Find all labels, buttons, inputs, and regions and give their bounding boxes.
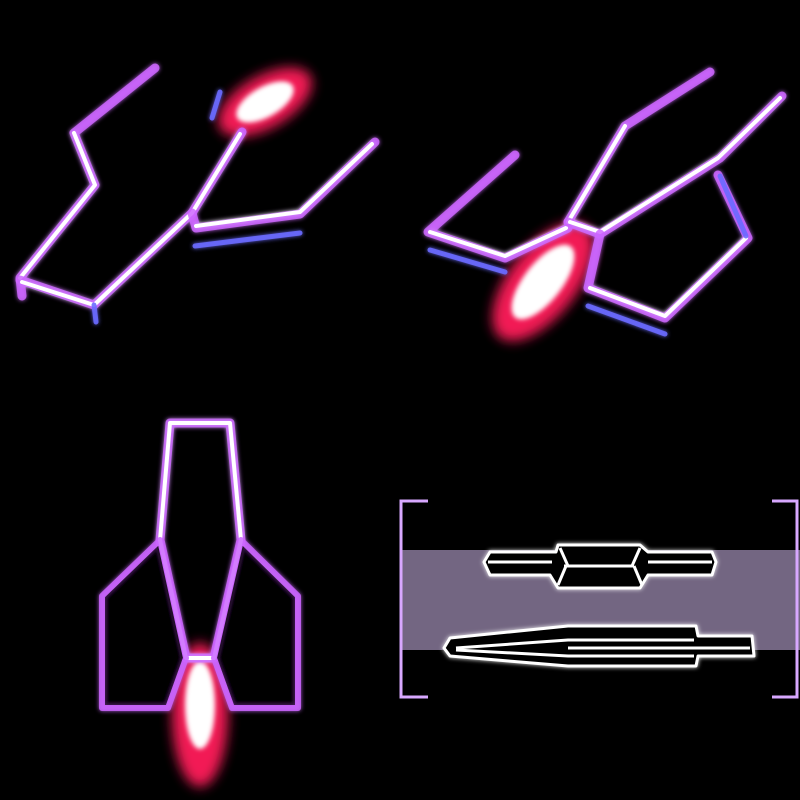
panel-bracket-right bbox=[772, 499, 799, 699]
hull-outline bbox=[15, 63, 380, 325]
connector-part-top bbox=[482, 543, 718, 590]
exhaust-flame-icon bbox=[172, 643, 228, 787]
thruster-part-bottom bbox=[442, 624, 756, 668]
panel-bracket-left bbox=[399, 499, 428, 699]
exhaust-flame-icon bbox=[218, 67, 312, 137]
exhaust-flame-icon bbox=[492, 223, 594, 341]
ship-parts-panel-sprite bbox=[399, 499, 800, 699]
hull-outline bbox=[423, 67, 787, 337]
hull-outline bbox=[99, 418, 301, 711]
ship-banking-left-sprite bbox=[15, 63, 380, 325]
ship-banking-right-sprite bbox=[423, 67, 787, 341]
ship-top-down-sprite bbox=[99, 418, 301, 787]
